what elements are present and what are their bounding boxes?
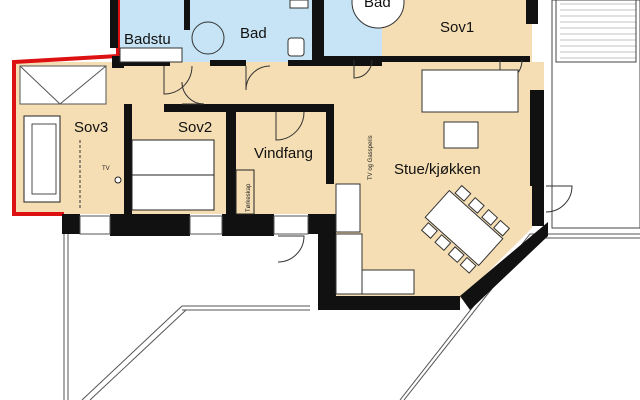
living-furniture bbox=[335, 69, 519, 295]
tv-label-sov3: TV bbox=[102, 166, 110, 172]
room-label-vindfang: Vindfang bbox=[254, 145, 313, 162]
tv-gas-label: TV og Gassperis bbox=[368, 135, 374, 180]
terrace-outline bbox=[63, 218, 640, 400]
dining-table bbox=[420, 184, 511, 274]
room-label-bad-right: Bad bbox=[364, 0, 391, 11]
bathroom-fixtures bbox=[191, 0, 405, 57]
room-label-badstu: Badstu bbox=[124, 31, 171, 48]
drying-cabinet-label: Tørkeskap bbox=[246, 183, 252, 212]
room-label-sov3: Sov3 bbox=[74, 119, 108, 136]
room-label-sov1: Sov1 bbox=[440, 19, 474, 36]
sauna-bench bbox=[119, 47, 183, 63]
room-label-stue: Stue/kjøkken bbox=[394, 161, 481, 178]
walls bbox=[62, 0, 548, 310]
balcony bbox=[551, 0, 640, 229]
room-label-sov2: Sov2 bbox=[178, 119, 212, 136]
sofa-sov3 bbox=[23, 115, 61, 203]
windows bbox=[19, 65, 309, 235]
bed-sov2 bbox=[131, 139, 215, 211]
tv-sov3 bbox=[79, 140, 122, 210]
drying-cabinet bbox=[235, 169, 255, 215]
room-label-bad-left: Bad bbox=[240, 25, 267, 42]
